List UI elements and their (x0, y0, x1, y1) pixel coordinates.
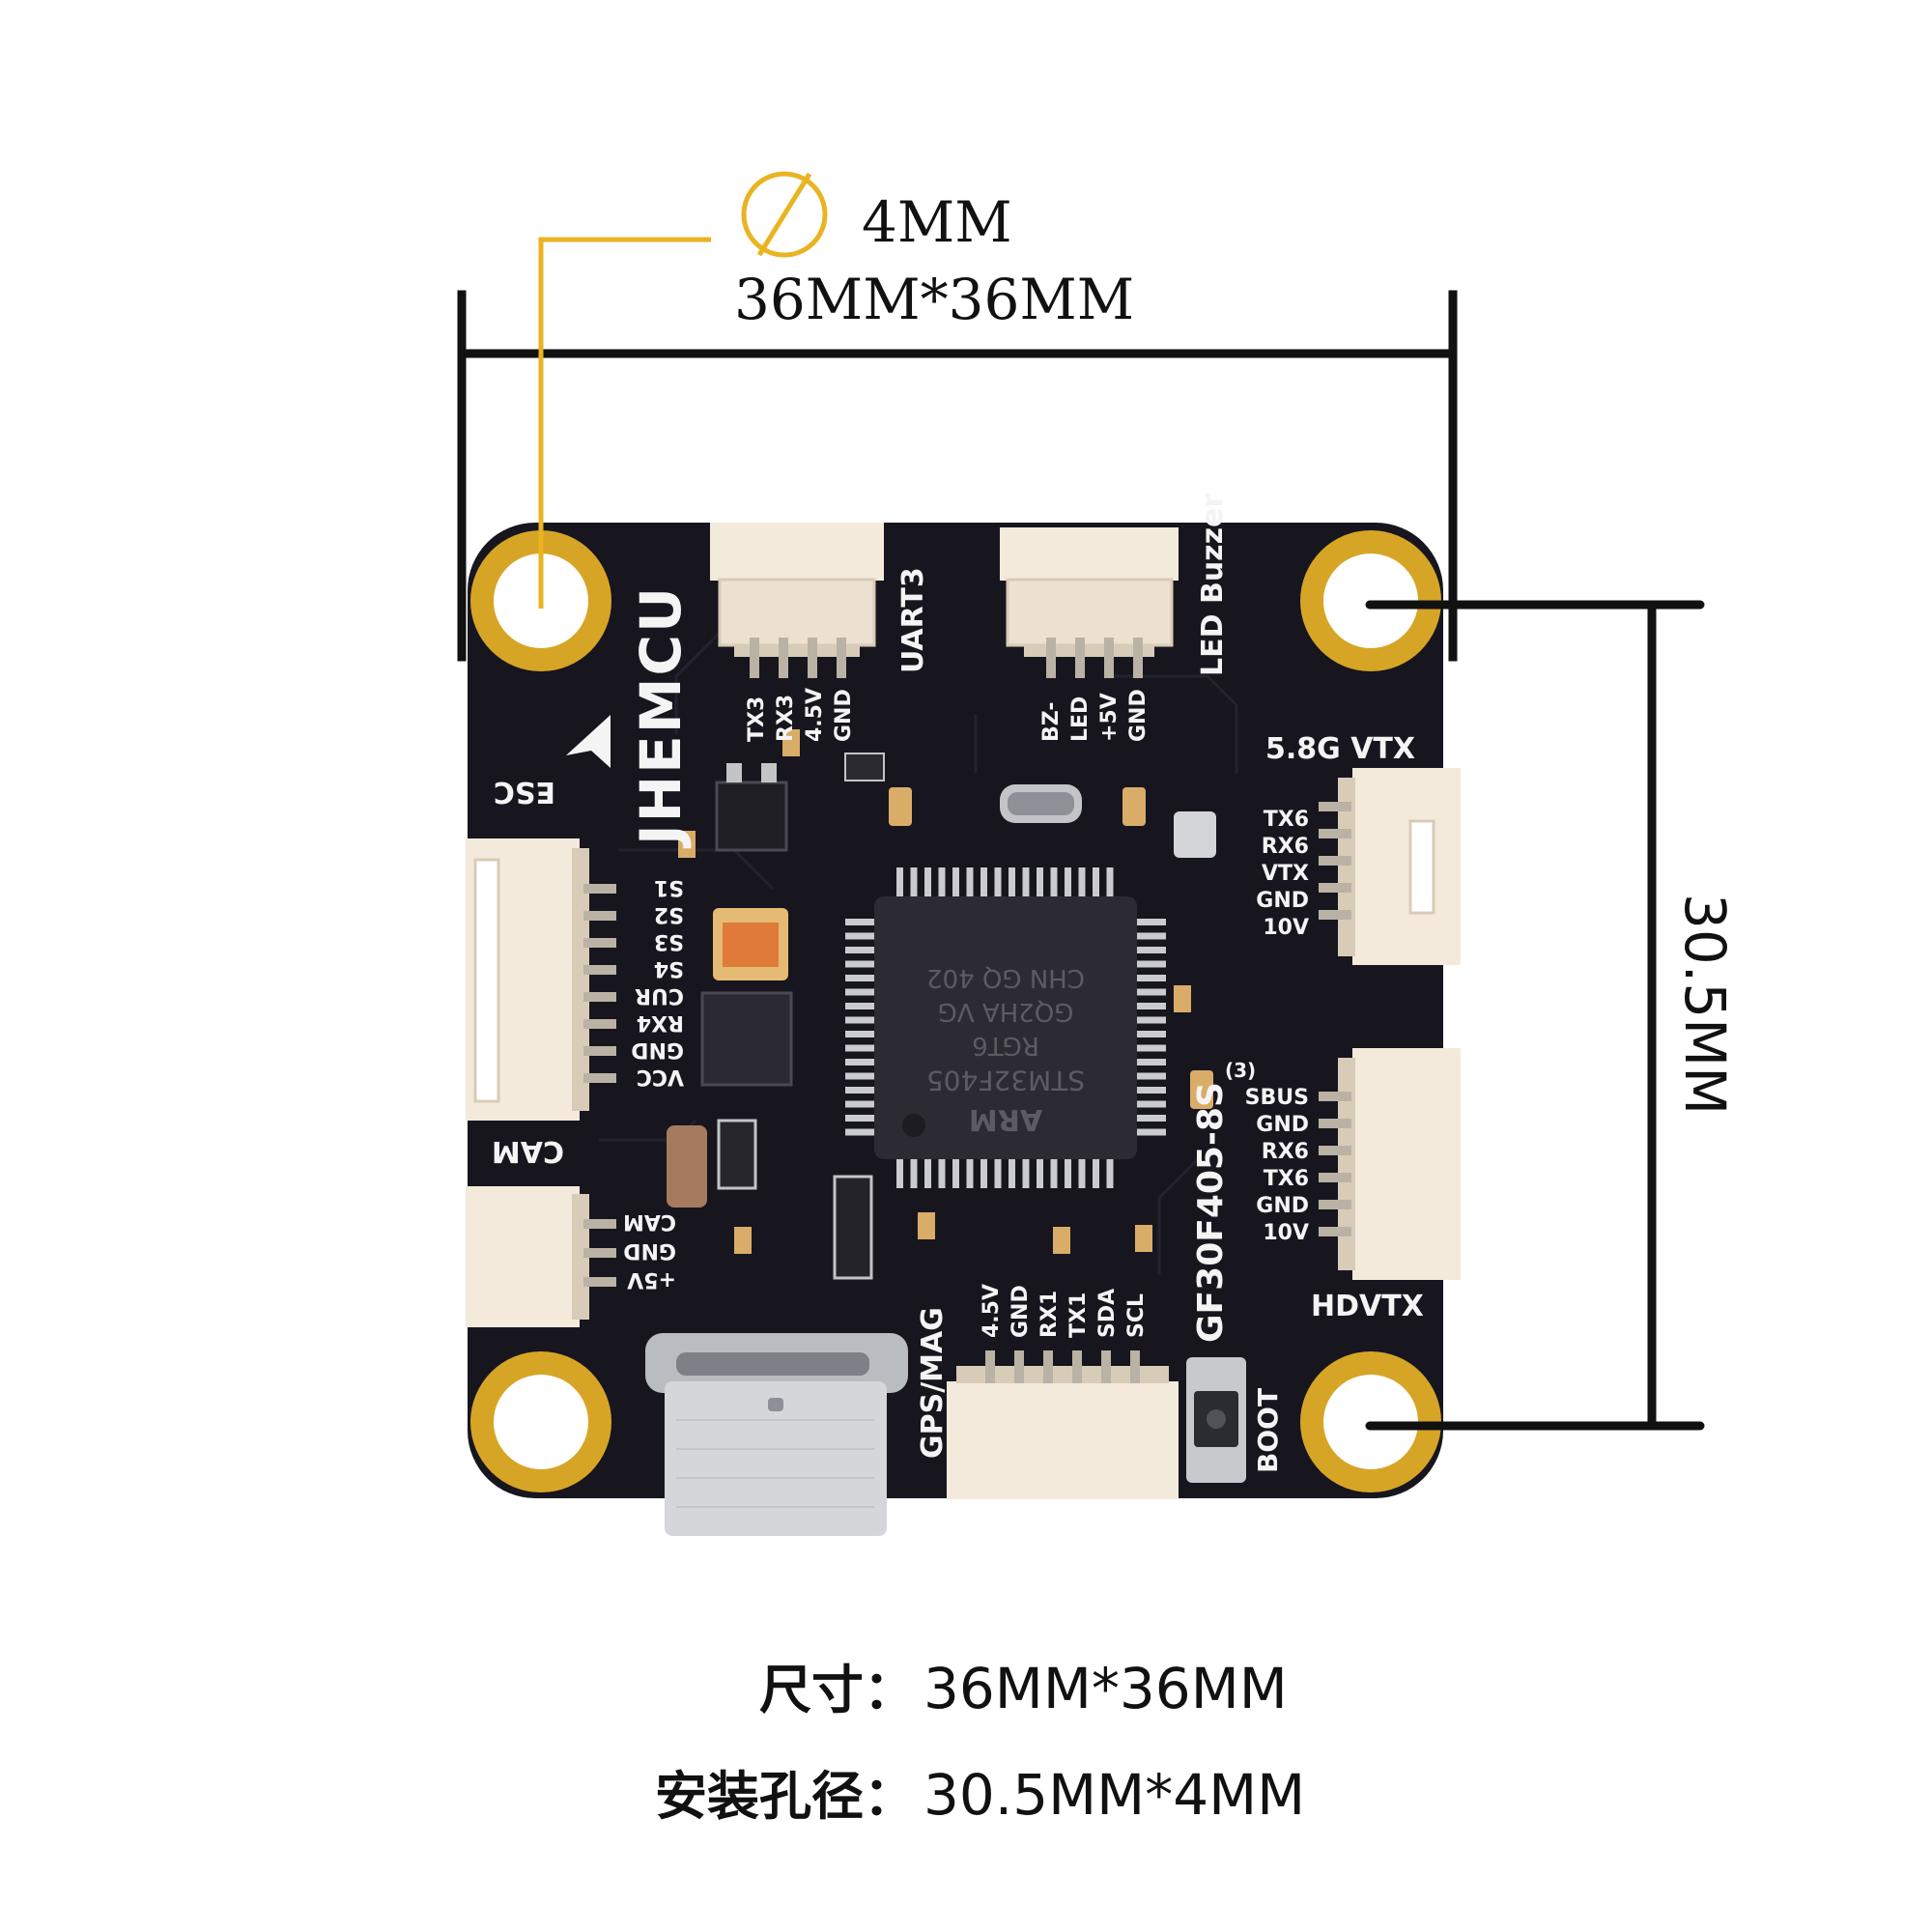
svg-text:CAM: CAM (623, 1209, 676, 1234)
logo-arrow-icon (566, 715, 611, 768)
board-size-label: 36MM*36MM (734, 267, 1134, 332)
svg-text:GND: GND (631, 1037, 684, 1062)
connector-led-buzzer (1000, 527, 1179, 678)
mcu-line-5: CHN GQ 402 (926, 963, 1085, 992)
led-buzzer-title: LED Buzzer (1196, 494, 1230, 676)
hole-leader-line (538, 237, 711, 609)
gps-mag-title: GPS/MAG (916, 1307, 950, 1459)
esc-title: ESC (494, 775, 555, 809)
svg-text:4.5V: 4.5V (803, 688, 827, 742)
svg-text:S3: S3 (654, 929, 684, 953)
svg-text:RX3: RX3 (774, 695, 798, 742)
hole-diameter-label: 4MM (862, 189, 1012, 255)
svg-text:GND: GND (1256, 889, 1309, 913)
svg-text:10V: 10V (1263, 916, 1309, 940)
svg-text:RX6: RX6 (1262, 835, 1309, 859)
vtx-pin-labels: TX6 RX6 VTX GND 10V (1256, 808, 1309, 940)
led-buzzer-pin-labels: BZ- LED +5V GND (1039, 689, 1151, 742)
svg-text:S4: S4 (654, 956, 684, 980)
boot-button (1186, 1357, 1246, 1483)
svg-text:S2: S2 (654, 902, 684, 926)
uart3-pin-labels: TX3 RX3 4.5V GND (745, 688, 856, 742)
cam-title: CAM (492, 1134, 564, 1168)
svg-text:SBUS: SBUS (1245, 1086, 1309, 1110)
svg-text:4.5V: 4.5V (980, 1284, 1004, 1338)
board-brand: JHEMCU (628, 585, 694, 849)
spec-size-value: 36MM*36MM (923, 1656, 1288, 1721)
uart3-title: UART3 (896, 567, 930, 673)
svg-text:GND: GND (1009, 1285, 1033, 1338)
connector-gps-mag (947, 1350, 1179, 1499)
mcu-marking: ARM STM32F405 RGT6 GQ2HA VG CHN GQ 402 (926, 963, 1085, 1136)
svg-text:GND: GND (1256, 1194, 1309, 1218)
gps-mag-pin-labels: 4.5V GND RX1 TX1 SDA SCL (980, 1284, 1149, 1338)
svg-text:SDA: SDA (1095, 1289, 1120, 1338)
smd-components (667, 729, 1216, 1280)
svg-text:BZ-: BZ- (1039, 702, 1064, 742)
svg-text:RX1: RX1 (1037, 1291, 1062, 1338)
connector-esc (466, 838, 616, 1121)
svg-text:LED: LED (1068, 696, 1093, 742)
mcu-line-2: STM32F405 (926, 1065, 1085, 1096)
svg-text:VTX: VTX (1262, 862, 1309, 886)
cam-pin-labels: CAM GND +5V (623, 1209, 676, 1292)
svg-text:TX3: TX3 (745, 696, 769, 742)
board-model: GF30F405-8S (1191, 1082, 1231, 1343)
svg-text:TX6: TX6 (1264, 808, 1309, 832)
svg-text:GND: GND (832, 689, 856, 742)
svg-text:RX6: RX6 (1262, 1140, 1309, 1164)
connector-5-8g-vtx (1319, 768, 1461, 965)
svg-text:CUR: CUR (635, 983, 684, 1008)
hdvtx-pin-labels: SBUS GND RX6 TX6 GND 10V (1245, 1086, 1309, 1245)
svg-text:S1: S1 (654, 875, 684, 899)
width-dimension (457, 290, 1458, 662)
spec-hole-key: 安装孔径： (655, 1765, 916, 1827)
esc-pin-labels: S1 S2 S3 S4 CUR RX4 GND VCC (631, 875, 684, 1089)
svg-text:10V: 10V (1263, 1221, 1309, 1245)
svg-text:RX4: RX4 (637, 1010, 684, 1035)
svg-text:TX6: TX6 (1264, 1167, 1309, 1191)
svg-text:GND: GND (623, 1238, 676, 1263)
spec-size-key: 尺寸： (759, 1659, 916, 1720)
vtx-title: 5.8G VTX (1265, 732, 1415, 766)
connector-cam (466, 1186, 616, 1327)
height-dimension (1365, 600, 1705, 1431)
board-model-superscript: (3) (1225, 1059, 1256, 1082)
boot-title: BOOT (1252, 1388, 1284, 1473)
svg-text:TX1: TX1 (1066, 1293, 1091, 1338)
connector-hdvtx (1319, 1048, 1461, 1280)
mcu-line-4: GQ2HA VG (938, 997, 1074, 1026)
svg-text:+5V: +5V (627, 1267, 676, 1292)
svg-text:GND: GND (1256, 1113, 1309, 1137)
mcu-chip (845, 867, 1166, 1188)
mounting-hole-bottom-left (470, 1351, 611, 1492)
usb-c-port (645, 1333, 908, 1536)
svg-text:VCC: VCC (637, 1065, 684, 1089)
svg-text:+5V: +5V (1097, 693, 1122, 742)
mcu-line-1: ARM (969, 1102, 1042, 1136)
mount-spacing-label: 30.5MM (1672, 894, 1738, 1115)
hdvtx-title: HDVTX (1311, 1290, 1424, 1323)
mcu-line-3: RGT6 (972, 1031, 1039, 1060)
connector-uart3 (710, 523, 884, 678)
diameter-icon (741, 171, 828, 258)
svg-text:SCL: SCL (1124, 1293, 1149, 1338)
spec-hole-value: 30.5MM*4MM (923, 1762, 1305, 1828)
svg-text:GND: GND (1126, 689, 1151, 742)
